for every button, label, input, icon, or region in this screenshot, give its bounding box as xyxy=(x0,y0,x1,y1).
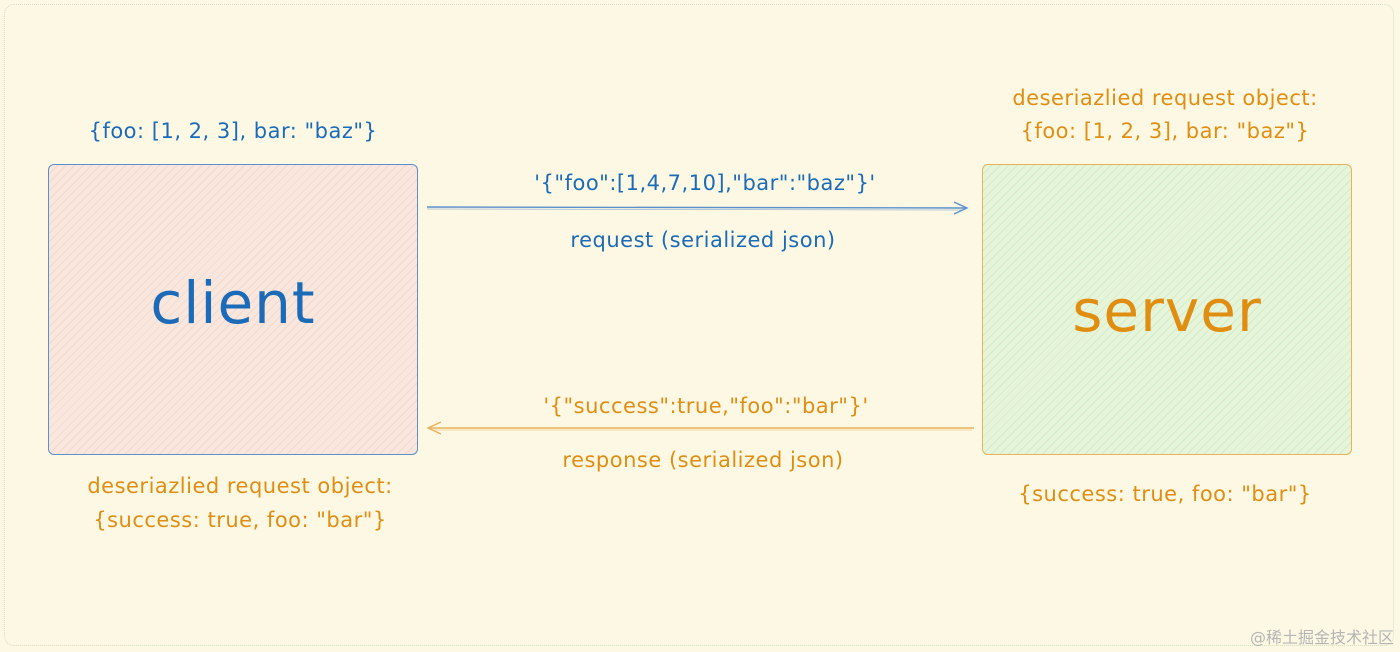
request-label: request (serialized json) xyxy=(570,228,836,252)
watermark: @稀土掘金技术社区 xyxy=(1249,628,1394,647)
server-deserialized-object: {foo: [1, 2, 3], bar: "baz"} xyxy=(1020,119,1310,143)
client-deserialized-object: {success: true, foo: "bar"} xyxy=(93,508,387,532)
server-deserialized-title: deseriazlied request object: xyxy=(1012,86,1318,110)
client-label: client xyxy=(150,269,316,337)
canvas-frame xyxy=(4,4,1394,646)
server-label: server xyxy=(1072,277,1262,345)
response-payload: '{"success":true,"foo":"bar"}' xyxy=(543,394,869,418)
response-label: response (serialized json) xyxy=(562,448,844,472)
client-deserialized-title: deseriazlied request object: xyxy=(87,474,393,498)
server-box: server xyxy=(982,164,1352,455)
request-payload: '{"foo":[1,4,7,10],"bar":"baz"}' xyxy=(534,171,876,195)
request-arrow xyxy=(426,201,969,215)
client-box: client xyxy=(48,164,418,455)
server-response-object: {success: true, foo: "bar"} xyxy=(1018,482,1312,506)
response-arrow xyxy=(426,421,974,435)
client-object-note: {foo: [1, 2, 3], bar: "baz"} xyxy=(88,119,378,143)
